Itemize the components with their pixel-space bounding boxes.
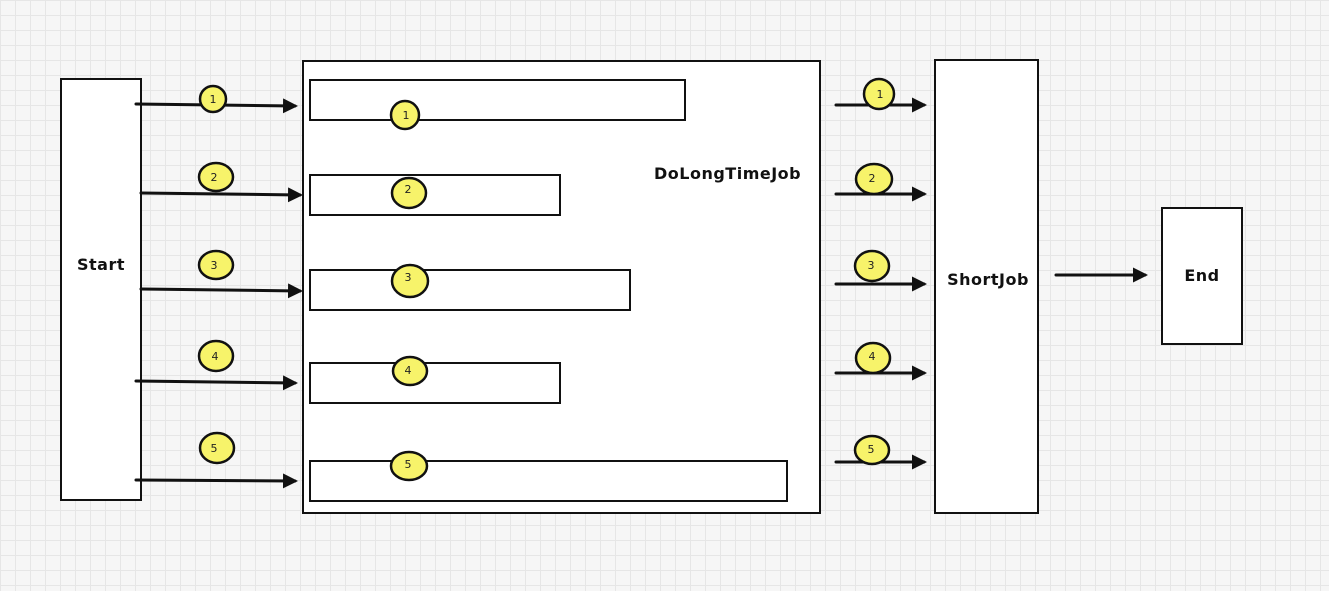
output-badge-3: 3 <box>853 249 891 283</box>
output-badge-1: 1 <box>862 77 896 111</box>
end-box[interactable] <box>1161 207 1243 345</box>
svg-text:1: 1 <box>403 109 410 122</box>
task-badge-3: 3 <box>390 263 430 299</box>
task-bar-4[interactable] <box>309 362 561 404</box>
svg-text:5: 5 <box>211 442 218 455</box>
end-label: End <box>1184 266 1219 285</box>
output-badge-5: 5 <box>853 434 891 466</box>
task-badge-1: 1 <box>389 99 421 131</box>
start-label: Start <box>77 255 125 274</box>
svg-text:3: 3 <box>405 271 412 284</box>
output-badge-2: 2 <box>854 162 894 196</box>
input-arrow-3 <box>139 283 303 299</box>
task-bar-5[interactable] <box>309 460 788 502</box>
input-arrow-2 <box>139 187 303 203</box>
task-badge-5: 5 <box>389 450 429 482</box>
svg-text:3: 3 <box>211 259 218 272</box>
task-badge-2: 2 <box>390 176 428 210</box>
input-badge-5: 5 <box>198 431 236 465</box>
svg-text:4: 4 <box>212 350 219 363</box>
svg-text:3: 3 <box>868 259 875 272</box>
output-badge-4: 4 <box>854 341 892 375</box>
start-box[interactable] <box>60 78 142 501</box>
short-job-label: ShortJob <box>947 270 1029 289</box>
input-badge-3: 3 <box>197 249 235 281</box>
svg-text:1: 1 <box>877 88 884 101</box>
svg-text:1: 1 <box>210 93 217 106</box>
input-arrow-5 <box>134 473 298 489</box>
svg-text:4: 4 <box>869 350 876 363</box>
task-bar-3[interactable] <box>309 269 631 311</box>
task-bar-2[interactable] <box>309 174 561 216</box>
short-job-box[interactable] <box>934 59 1039 514</box>
svg-text:4: 4 <box>405 364 412 377</box>
svg-text:2: 2 <box>211 171 218 184</box>
task-badge-4: 4 <box>391 355 429 387</box>
input-badge-1: 1 <box>198 84 228 114</box>
input-arrow-4 <box>134 375 298 391</box>
task-bar-1[interactable] <box>309 79 686 121</box>
input-badge-2: 2 <box>197 161 235 193</box>
svg-text:5: 5 <box>405 458 412 471</box>
svg-text:2: 2 <box>405 183 412 196</box>
long-job-label: DoLongTimeJob <box>654 164 801 183</box>
input-badge-4: 4 <box>197 339 235 373</box>
svg-text:5: 5 <box>868 443 875 456</box>
svg-text:2: 2 <box>869 172 876 185</box>
